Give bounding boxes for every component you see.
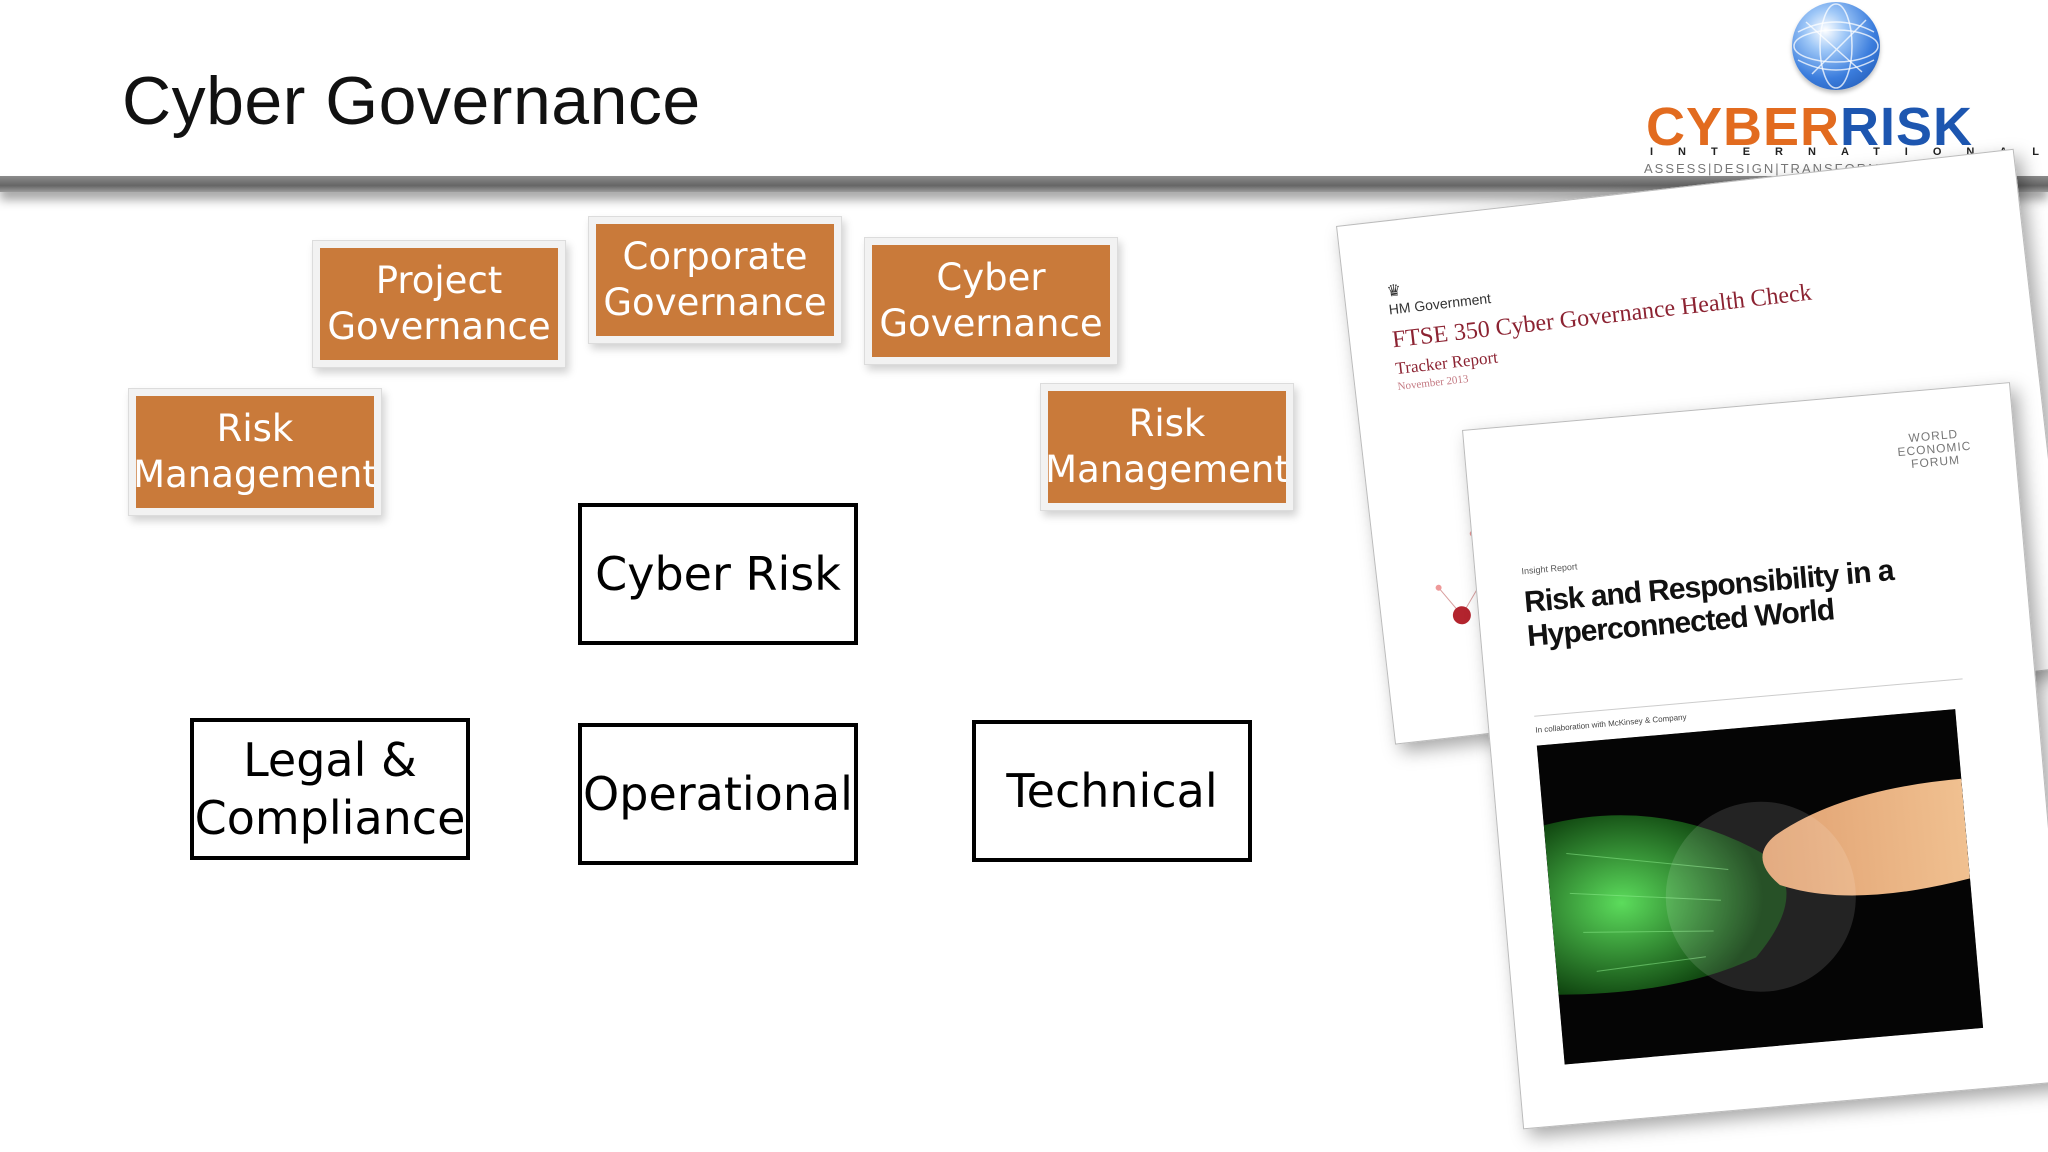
hm-government-label: HM Government [1386,270,1492,318]
insight-report-label: Insight Report [1521,561,1578,577]
risk-box-technical: Technical [972,720,1252,862]
logo-word-risk: RISK [1840,97,1974,157]
cyberrisk-logo: CYBERRISK INTERNATIONAL ASSESS|DESIGN|TR… [1640,0,2040,176]
risk-box-cyber-risk: Cyber Risk [578,503,858,645]
governance-box-cyber: Cyber Governance [865,238,1117,364]
logo-subtitle: INTERNATIONAL [1650,146,2048,158]
report-cover-wef: WORLD ECONOMIC FORUM Insight Report Risk… [1462,382,2048,1130]
header-divider [0,176,2048,192]
wef-logo-label: WORLD ECONOMIC FORUM [1896,426,1972,471]
logo-wordmark: CYBERRISK [1646,96,1973,158]
globe-icon [1792,2,1880,90]
logo-word-cyber: CYBER [1646,97,1841,157]
divider [1534,678,1963,717]
slide-title: Cyber Governance [122,63,701,139]
handshake-image [1536,709,1984,1065]
collaboration-label: In collaboration with McKinsey & Company [1535,712,1687,735]
risk-box-operational: Operational [578,723,858,865]
report-title: Risk and Responsibility in a Hyperconnec… [1522,554,1895,654]
governance-box-risk-right: Risk Management [1041,384,1293,510]
risk-box-legal-compliance: Legal & Compliance [190,718,470,860]
governance-box-project: Project Governance [313,241,565,367]
governance-box-corporate: Corporate Governance [589,217,841,343]
governance-box-risk-left: Risk Management [129,389,381,515]
